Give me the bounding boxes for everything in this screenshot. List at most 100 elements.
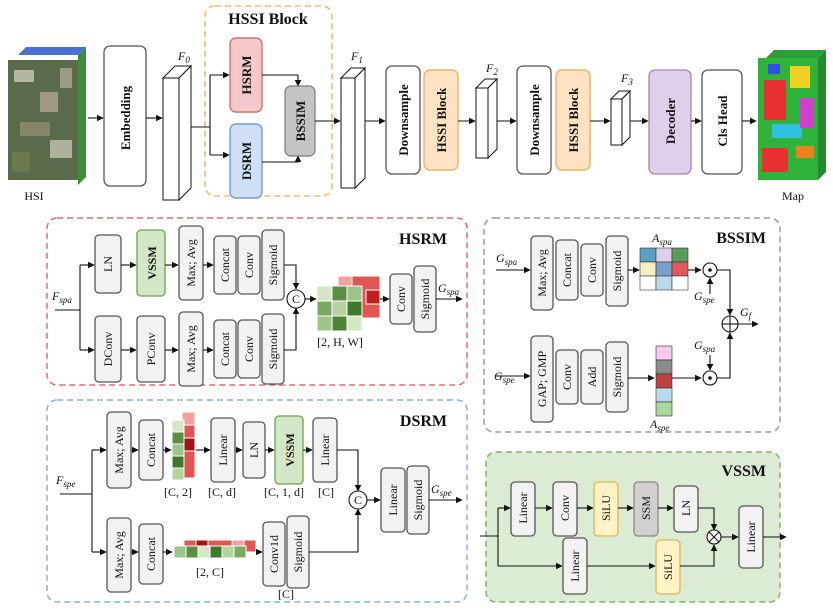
svg-text:SiLU: SiLU xyxy=(599,495,613,521)
svg-text:Linear: Linear xyxy=(318,434,332,465)
svg-text:Sigmoid: Sigmoid xyxy=(411,480,425,521)
dsrm-maxavg-2 xyxy=(106,517,132,593)
hsrm-pconv xyxy=(136,315,166,383)
hsrm-title: HSRM xyxy=(399,231,447,248)
bssim-spatial-attention xyxy=(639,247,689,291)
vssm-silu-2 xyxy=(655,539,681,595)
svg-text:C: C xyxy=(292,292,300,306)
dsrm-linear-3 xyxy=(380,467,406,533)
bssim-conv-1 xyxy=(580,243,604,297)
vssm-linear-1 xyxy=(510,481,536,537)
bssim-a-spe: Aspe xyxy=(649,417,669,433)
bssim-title: BSSIM xyxy=(716,230,766,247)
svg-text:PConv: PConv xyxy=(144,333,158,366)
dsrm-panel: DSRM Fspe Max; Avg Concat [C, 2] Linear … xyxy=(46,399,468,603)
bssim-sigmoid-2 xyxy=(605,341,629,413)
svg-text:Max; Avg: Max; Avg xyxy=(112,426,126,473)
svg-text:LN: LN xyxy=(679,500,693,516)
bssim-a-spa: Aspa xyxy=(651,231,672,247)
svg-text:Conv1d: Conv1d xyxy=(267,535,281,573)
hssi-block-title: HSSI Block xyxy=(228,11,308,28)
bssim-g-f: Gf xyxy=(740,305,753,321)
bssim-concat xyxy=(555,239,579,301)
hssi-block-frame xyxy=(204,5,333,197)
decoder-label: Decoder xyxy=(663,98,678,144)
bssim-spectral-attention xyxy=(655,345,673,417)
feature-f3 xyxy=(609,89,632,147)
hssi-1-label: HSSI Block xyxy=(434,87,449,152)
hsrm-ln xyxy=(94,234,122,294)
downsample-1-label: Downsample xyxy=(396,84,411,156)
map-label: Map xyxy=(782,189,804,203)
hssi-1-block xyxy=(423,69,459,171)
dsrm-dims-5: [2, C] xyxy=(196,565,224,579)
svg-text:Sigmoid: Sigmoid xyxy=(266,329,280,370)
svg-text:LN: LN xyxy=(101,256,115,272)
svg-text:Concat: Concat xyxy=(560,252,574,287)
feature-f1 xyxy=(339,66,367,190)
dsrm-tensor-1 xyxy=(171,411,196,481)
svg-text:LN: LN xyxy=(247,442,261,458)
svg-text:Max; Avg: Max; Avg xyxy=(535,249,549,296)
svg-text:Conv: Conv xyxy=(560,364,574,390)
decoder-block xyxy=(648,69,692,175)
svg-text:Linear: Linear xyxy=(516,492,530,523)
dsrm-dims-1: [C, 2] xyxy=(164,485,192,499)
svg-text:Conv: Conv xyxy=(242,336,256,362)
top-pipeline: HSI Embedding F0 HSSI Block HSRM DSRM BS… xyxy=(8,5,826,203)
svg-text:DConv: DConv xyxy=(101,332,115,367)
bssim-conv-2 xyxy=(555,349,579,405)
downsample-2-label: Downsample xyxy=(527,84,542,156)
f3-label: F3 xyxy=(620,71,633,87)
svg-text:Concat: Concat xyxy=(218,331,232,366)
hsrm-attention-map xyxy=(316,275,381,332)
f1-label: F1 xyxy=(350,49,363,65)
hsrm-vssm xyxy=(136,229,166,297)
vssm-ssm xyxy=(633,481,659,537)
hssi-2-block xyxy=(555,69,591,171)
vssm-silu-1 xyxy=(593,481,619,537)
dsrm-tensor-2 xyxy=(173,539,257,559)
dsrm-block xyxy=(229,123,263,199)
svg-text:Conv: Conv xyxy=(242,252,256,278)
dsrm-block-label: DSRM xyxy=(239,142,254,180)
hssi-2-label: HSSI Block xyxy=(566,87,581,152)
bssim-g-spa-mid: Gspa xyxy=(694,338,716,354)
hsi-label: HSI xyxy=(24,189,43,203)
dsrm-dims-3: [C, 1, d] xyxy=(264,485,304,499)
hsrm-panel: HSRM Fspa LN VSSM Max; Avg Concat Conv S… xyxy=(46,217,468,387)
svg-text:Linear: Linear xyxy=(216,434,230,465)
bssim-block-label: BSSIM xyxy=(293,101,308,141)
svg-text:Concat: Concat xyxy=(218,247,232,282)
svg-text:Linear: Linear xyxy=(386,484,400,515)
svg-text:Sigmoid: Sigmoid xyxy=(266,245,280,286)
hsrm-dconv xyxy=(94,315,122,383)
svg-text:Sigmoid: Sigmoid xyxy=(291,532,305,573)
downsample-1-block xyxy=(385,65,421,175)
hsrm-maxavg-2 xyxy=(178,311,204,387)
svg-text:Conv: Conv xyxy=(558,495,572,521)
embedding-label: Embedding xyxy=(118,85,133,150)
hsrm-input: Fspa xyxy=(51,289,72,305)
svg-text:Linear: Linear xyxy=(568,550,582,581)
svg-text:Sigmoid: Sigmoid xyxy=(610,251,624,292)
feature-f2 xyxy=(474,77,499,160)
dsrm-concat-2 xyxy=(138,523,164,585)
hsrm-concat-1 xyxy=(213,235,237,295)
f0-label: F0 xyxy=(177,49,190,65)
hsrm-maxavg-1 xyxy=(178,225,204,301)
svg-text:VSSM: VSSM xyxy=(145,246,159,279)
vssm-panel: VSSM Linear Conv SiLU SSM LN Linear SiLU… xyxy=(480,451,787,603)
hsrm-conv-3 xyxy=(389,273,413,325)
vssm-conv xyxy=(552,481,578,537)
feature-f0 xyxy=(161,64,193,202)
svg-text:SiLU: SiLU xyxy=(661,554,675,580)
svg-text:Conv: Conv xyxy=(585,257,599,283)
bssim-input-spa: Gspa xyxy=(496,251,518,267)
hsrm-sigmoid-2 xyxy=(261,313,285,385)
hsrm-block-label: HSRM xyxy=(239,56,254,95)
f2-label: F2 xyxy=(485,61,498,77)
svg-text:Linear: Linear xyxy=(744,521,758,552)
dsrm-dims-2: [C, d] xyxy=(208,485,236,499)
output-map xyxy=(758,50,826,180)
